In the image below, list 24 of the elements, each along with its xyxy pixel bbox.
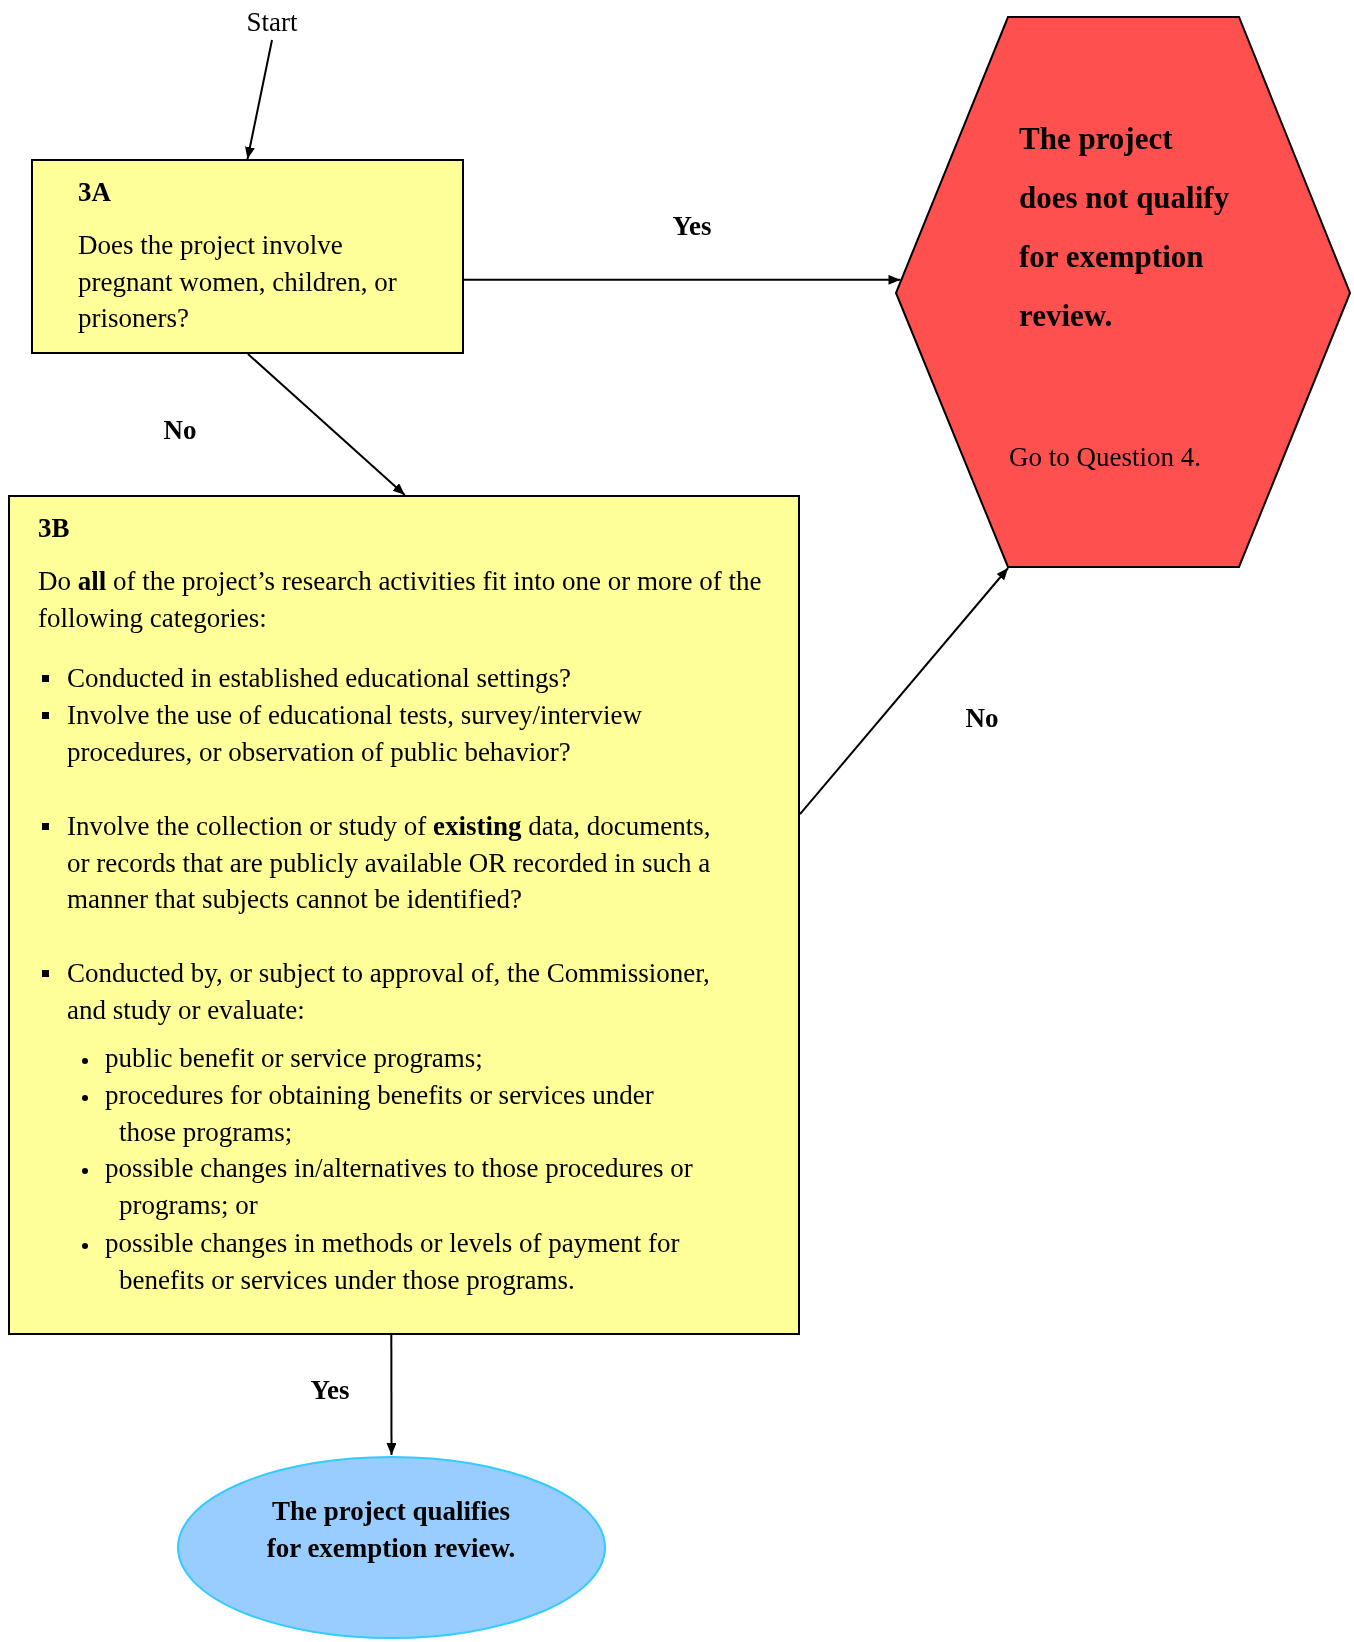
- list-item: Conducted in established educational settings?: [67, 662, 572, 695]
- arrow: [799, 567, 1010, 816]
- arrow: [245, 39, 273, 160]
- arrow: [386, 1334, 397, 1456]
- step-label: 3A: [78, 176, 112, 209]
- step-label: 3B: [38, 512, 71, 545]
- question-text: Does the project involve pregnant women, children, or prisoners?: [78, 229, 398, 336]
- question-box: [8, 495, 800, 1335]
- start-label: Start: [245, 6, 299, 39]
- sub-list-item: procedures for obtaining benefits or services under those programs;: [105, 1079, 655, 1149]
- outcome-text: The project qualifies for exemption review.: [265, 1495, 517, 1565]
- stop-hexagon: [895, 16, 1351, 568]
- list-item: Involve the use of educational tests, survey/interview procedures, or observation of public behavior?: [67, 699, 644, 769]
- arrow: [463, 274, 902, 285]
- sub-list-item: possible changes in methods or levels of payment for benefits or services under those programs.: [105, 1227, 681, 1297]
- outcome-text: The project does not qualify for exemption review.: [1019, 120, 1231, 335]
- list-item: Conducted by, or subject to approval of, the Commissioner, and study or evaluate:: [67, 957, 711, 1027]
- sub-list-item: public benefit or service programs;: [105, 1042, 484, 1075]
- question-text: Do all of the project’s research activities fit into one or more of the following categories:: [38, 565, 763, 635]
- arrow: [246, 353, 406, 496]
- question-box: [31, 159, 464, 354]
- result-ellipse: [176, 1455, 607, 1640]
- instruction-text: Go to Question 4.: [1009, 441, 1202, 474]
- list-item: Involve the collection or study of existing data, documents, or records that are publicly available OR recorded in such a manner that subjects cannot be identified?: [67, 810, 712, 917]
